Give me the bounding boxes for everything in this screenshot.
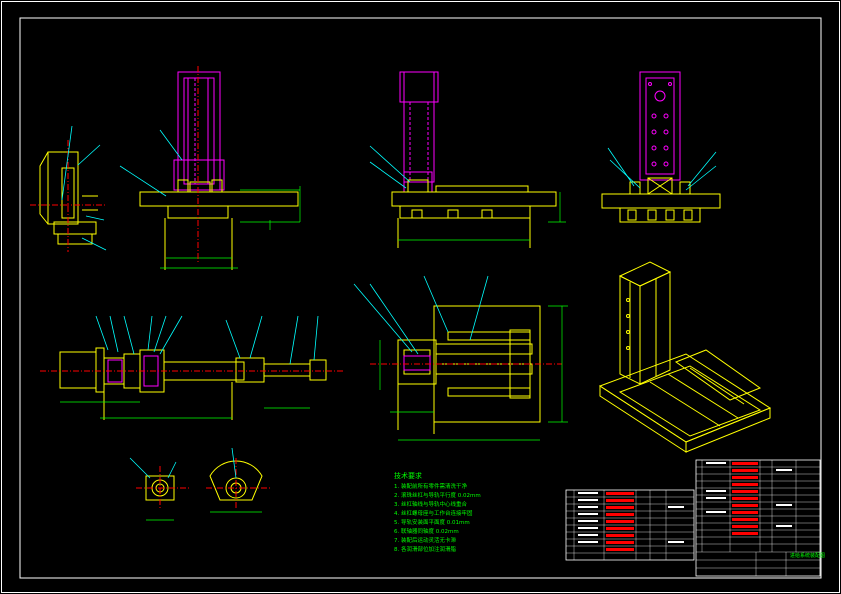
note-line: 4. 丝杠螺母座与工作台连接牢固 (394, 509, 473, 517)
note-line: 5. 导轨安装面平面度 0.01mm (394, 518, 470, 526)
title-block: 进给系统装配图 (695, 459, 825, 577)
ballscrew-shaft-assembly (40, 315, 344, 420)
note-line: 2. 滚珠丝杠与导轨平行度 0.02mm (394, 491, 481, 499)
front-view-column-assembly (119, 66, 301, 270)
end-view-column-assembly (601, 71, 721, 223)
side-view-column-assembly (369, 71, 566, 248)
top-view-slide-table (353, 275, 568, 441)
note-line: 8. 各润滑部位加注润滑脂 (394, 545, 456, 553)
parts-list-table-left (565, 489, 695, 561)
isometric-assembly-view (598, 261, 772, 453)
bearing-seat-detail-views (129, 447, 270, 521)
technical-notes: 技术要求 1. 装配前所有零件需清洗干净 2. 滚珠丝杠与导轨平行度 0.02m… (394, 471, 481, 553)
notes-title: 技术要求 (394, 471, 422, 480)
note-line: 6. 联轴器同轴度 0.02mm (394, 527, 459, 535)
note-line: 3. 丝杠轴线与导轨中心线重合 (394, 500, 467, 508)
note-line: 1. 装配前所有零件需清洗干净 (394, 482, 467, 490)
title-block-label: 进给系统装配图 (790, 552, 825, 559)
note-line: 7. 装配后运动灵活无卡滞 (394, 536, 456, 544)
section-view-detail-left (30, 125, 107, 252)
